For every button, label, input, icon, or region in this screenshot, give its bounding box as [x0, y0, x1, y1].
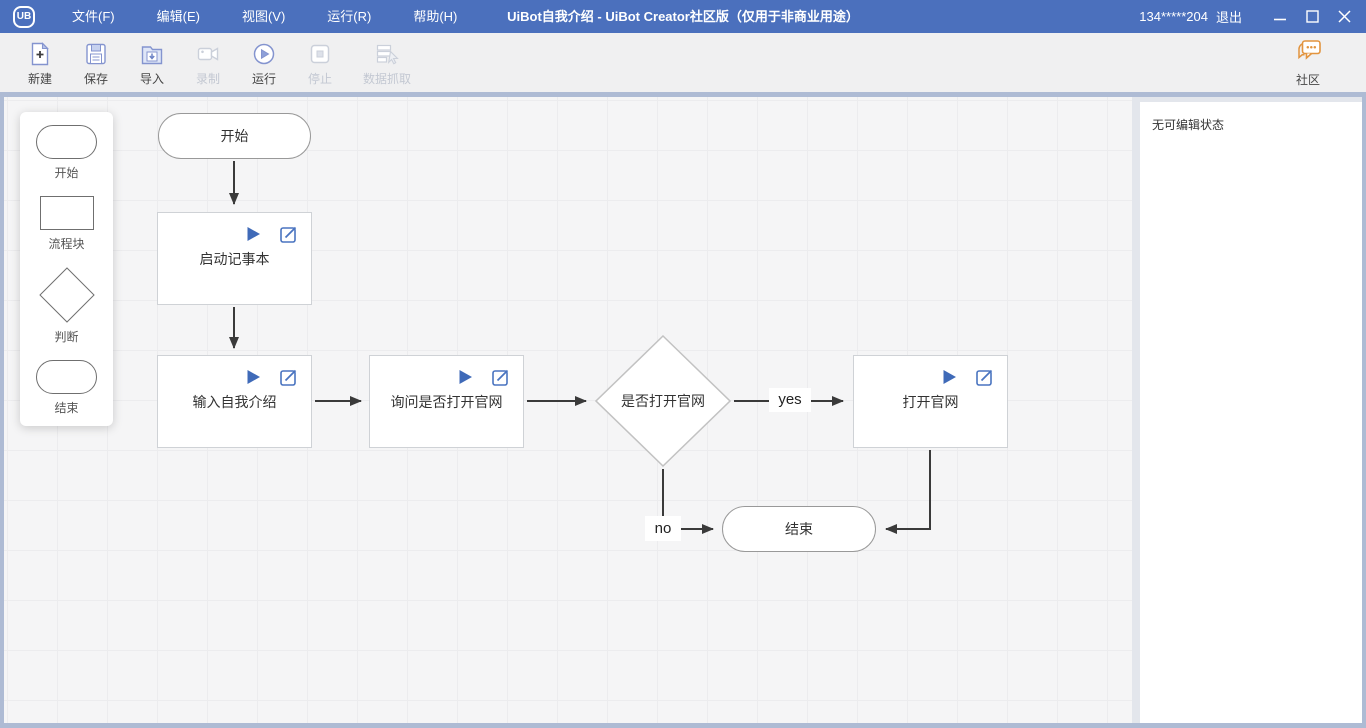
- flow-node-start[interactable]: 开始: [158, 113, 311, 159]
- logout-link[interactable]: 退出: [1215, 10, 1242, 25]
- minimize-icon: [1274, 18, 1286, 20]
- edge-label-no: no: [645, 516, 681, 541]
- close-button[interactable]: [1328, 0, 1360, 33]
- maximize-button[interactable]: [1296, 0, 1328, 33]
- save-button[interactable]: 保存: [68, 39, 124, 87]
- toolbar: 新建 保存 导入: [0, 33, 1366, 92]
- flow-node-input-intro[interactable]: 输入自我介绍: [157, 355, 312, 448]
- edit-block-icon[interactable]: [280, 368, 298, 386]
- import-icon: [139, 39, 165, 69]
- stop-button: 停止: [292, 39, 348, 87]
- new-file-icon: [27, 39, 53, 69]
- tool-label: 新建: [27, 71, 52, 86]
- flow-node-ask-open-site[interactable]: 询问是否打开官网: [369, 355, 524, 448]
- tool-label: 导入: [139, 71, 164, 86]
- run-block-icon[interactable]: [942, 369, 957, 385]
- edge-label-yes: yes: [769, 388, 811, 412]
- menu-run[interactable]: 运行(R): [327, 9, 372, 24]
- palette-label: 判断: [54, 330, 79, 344]
- flow-node-launch-notepad[interactable]: 启动记事本: [157, 212, 312, 305]
- decision-shape-icon: [38, 267, 95, 323]
- tool-label: 运行: [251, 71, 276, 86]
- edit-block-icon[interactable]: [492, 368, 510, 386]
- run-button[interactable]: 运行: [236, 39, 292, 87]
- record-button: 录制: [180, 39, 236, 87]
- title-bar: UB 文件(F) 编辑(E) 视图(V) 运行(R) 帮助(H) UiBot自我…: [0, 0, 1366, 33]
- decision-label: 是否打开官网: [621, 393, 705, 409]
- menu-edit[interactable]: 编辑(E): [156, 9, 200, 24]
- app-logo: UB: [13, 5, 35, 28]
- palette-label: 结束: [54, 401, 79, 415]
- flow-canvas[interactable]: 开始 流程块 判断 结束: [4, 97, 1132, 723]
- edit-block-icon[interactable]: [976, 368, 994, 386]
- save-icon: [83, 39, 109, 69]
- new-button[interactable]: 新建: [12, 39, 68, 87]
- tool-label: 录制: [195, 71, 220, 86]
- data-capture-button: 数据抓取: [348, 39, 426, 87]
- run-block-icon[interactable]: [246, 369, 261, 385]
- tool-label: 停止: [307, 71, 332, 86]
- menu-help[interactable]: 帮助(H): [413, 9, 458, 24]
- account-name: 134*****204: [1139, 9, 1208, 24]
- block-label: 打开官网: [902, 393, 959, 410]
- minimize-button[interactable]: [1264, 0, 1296, 33]
- run-block-icon[interactable]: [246, 226, 261, 242]
- close-icon: [1337, 10, 1351, 23]
- palette-label: 开始: [54, 166, 79, 180]
- diamond-shape: [594, 334, 732, 468]
- stop-icon: [307, 39, 333, 69]
- palette-label: 流程块: [48, 237, 85, 251]
- process-shape-icon: [39, 196, 94, 230]
- start-shape-icon: [36, 125, 97, 159]
- flow-node-end[interactable]: 结束: [722, 506, 876, 552]
- shape-palette: 开始 流程块 判断 结束: [20, 112, 113, 426]
- menu-bar: 文件(F) 编辑(E) 视图(V) 运行(R) 帮助(H): [51, 0, 478, 33]
- flow-node-decision[interactable]: 是否打开官网: [594, 334, 732, 468]
- edit-block-icon[interactable]: [280, 225, 298, 243]
- block-label: 输入自我介绍: [192, 393, 277, 410]
- tool-label: 数据抓取: [362, 71, 411, 86]
- properties-panel: 无可编辑状态: [1140, 102, 1362, 723]
- palette-item-process[interactable]: 流程块: [39, 196, 94, 252]
- palette-item-end[interactable]: 结束: [36, 360, 97, 416]
- end-shape-icon: [36, 360, 97, 394]
- run-icon: [251, 39, 277, 69]
- block-label: 询问是否打开官网: [390, 393, 503, 410]
- window-title: UiBot自我介绍 - UiBot Creator社区版（仅用于非商业用途）: [507, 9, 859, 24]
- data-capture-icon: [374, 39, 401, 69]
- menu-view[interactable]: 视图(V): [241, 9, 286, 24]
- record-icon: [195, 39, 221, 69]
- tool-label: 保存: [83, 71, 108, 86]
- tool-label: 社区: [1295, 72, 1320, 87]
- window-frame: 开始 流程块 判断 结束: [0, 92, 1366, 728]
- palette-item-decision[interactable]: 判断: [38, 267, 95, 345]
- edit-status-text: 无可编辑状态: [1152, 118, 1225, 132]
- maximize-icon: [1305, 10, 1319, 23]
- palette-item-start[interactable]: 开始: [36, 125, 97, 181]
- community-button[interactable]: 社区: [1276, 38, 1340, 88]
- block-label: 启动记事本: [199, 250, 270, 267]
- run-block-icon[interactable]: [458, 369, 473, 385]
- import-button[interactable]: 导入: [124, 39, 180, 87]
- flow-node-open-site[interactable]: 打开官网: [853, 355, 1008, 448]
- menu-file[interactable]: 文件(F): [72, 9, 115, 24]
- community-icon: [1293, 38, 1323, 70]
